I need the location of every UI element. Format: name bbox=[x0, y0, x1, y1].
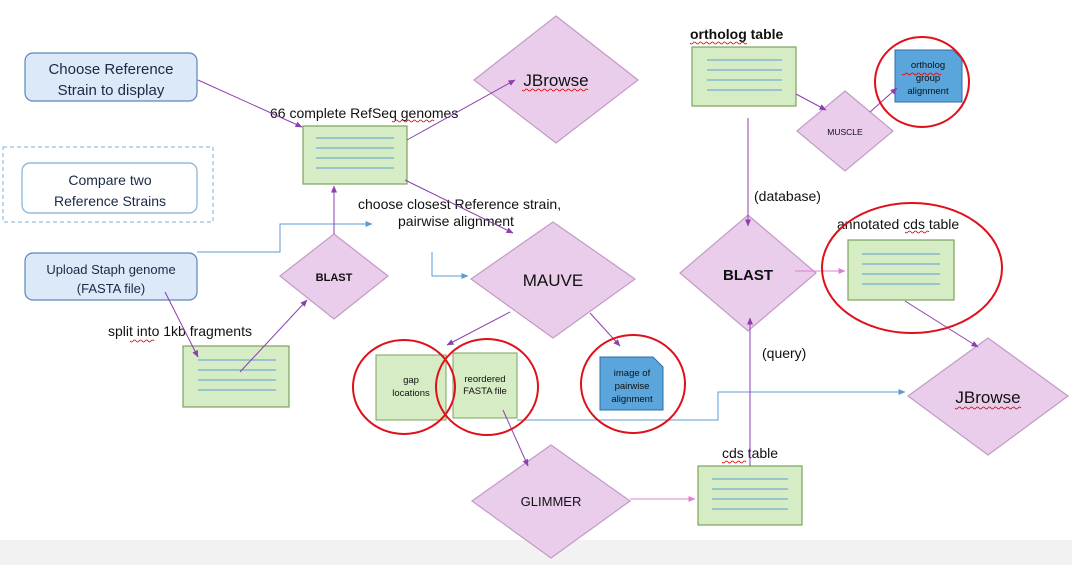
ortholog-alignment-doc: ortholog group alignment bbox=[894, 49, 963, 103]
fragments-table bbox=[182, 345, 290, 408]
blast-left-label: BLAST bbox=[316, 272, 353, 284]
ortholog-alignment-label-2: group bbox=[916, 73, 940, 84]
gap-locations-label-2: locations bbox=[392, 388, 430, 399]
choose-reference-button[interactable]: Choose Reference Strain to display bbox=[24, 52, 198, 102]
upload-label-1: Upload Staph genome bbox=[46, 262, 175, 277]
pairwise-image-doc: image of pairwise alignment bbox=[599, 356, 664, 411]
pairwise-image-label-3: alignment bbox=[611, 394, 653, 405]
highlight-circles bbox=[352, 36, 1003, 436]
database-label: (database) bbox=[754, 188, 821, 204]
ortholog-alignment-label-3: alignment bbox=[907, 86, 949, 97]
jbrowse-right-label: JBrowse bbox=[955, 388, 1020, 407]
gap-locations-box: gap locations bbox=[375, 354, 447, 421]
blast-left-diamond: BLAST bbox=[279, 233, 389, 320]
choose-closest-label-2: pairwise alignment bbox=[398, 213, 514, 229]
reordered-fasta-label-2: FASTA file bbox=[463, 386, 507, 397]
ortholog-alignment-label-1: ortholog bbox=[911, 60, 945, 71]
upload-genome-button[interactable]: Upload Staph genome (FASTA file) bbox=[24, 252, 198, 301]
query-label: (query) bbox=[762, 345, 806, 361]
mauve-label: MAUVE bbox=[523, 271, 583, 290]
muscle-label: MUSCLE bbox=[827, 127, 863, 137]
compare-group-outline bbox=[2, 146, 214, 223]
compare-label-2: Reference Strains bbox=[54, 193, 166, 209]
refseq-genomes-label: 66 complete RefSeq genomes bbox=[270, 105, 458, 121]
annotated-cds-label: annotated cds table bbox=[837, 216, 959, 232]
compare-strains-button[interactable]: Compare two Reference Strains bbox=[21, 162, 198, 214]
upload-label-2: (FASTA file) bbox=[77, 281, 145, 296]
pairwise-image-label-1: image of bbox=[614, 368, 651, 379]
refseq-genomes-table bbox=[302, 125, 408, 185]
split-fragments-label: split into 1kb fragments bbox=[108, 323, 252, 339]
compare-label-1: Compare two bbox=[68, 172, 151, 188]
reordered-fasta-box: reordered FASTA file bbox=[452, 352, 518, 419]
pairwise-image-label-2: pairwise bbox=[615, 381, 650, 392]
ortholog-table-label: ortholog table bbox=[690, 26, 784, 42]
reordered-fasta-label-1: reordered bbox=[464, 374, 505, 385]
spellcheck-underlines bbox=[129, 41, 1022, 464]
annotated-cds-table bbox=[847, 239, 955, 301]
blast-right-diamond: BLAST bbox=[679, 214, 817, 332]
muscle-diamond: MUSCLE bbox=[796, 90, 894, 172]
jbrowse-top-label: JBrowse bbox=[523, 71, 588, 90]
glimmer-label: GLIMMER bbox=[521, 494, 582, 509]
connectors bbox=[164, 79, 979, 502]
choose-reference-label-1: Choose Reference bbox=[48, 61, 173, 78]
jbrowse-right-diamond: JBrowse bbox=[906, 337, 1070, 456]
blast-right-label: BLAST bbox=[723, 267, 773, 284]
gap-locations-label-1: gap bbox=[403, 375, 419, 386]
choose-closest-label-1: choose closest Reference strain, bbox=[358, 196, 561, 212]
cds-table bbox=[697, 465, 803, 526]
jbrowse-top-diamond: JBrowse bbox=[473, 15, 639, 144]
ortholog-table bbox=[691, 46, 797, 107]
glimmer-diamond: GLIMMER bbox=[470, 444, 632, 559]
choose-reference-label-2: Strain to display bbox=[58, 82, 165, 99]
mauve-diamond: MAUVE bbox=[469, 221, 637, 339]
